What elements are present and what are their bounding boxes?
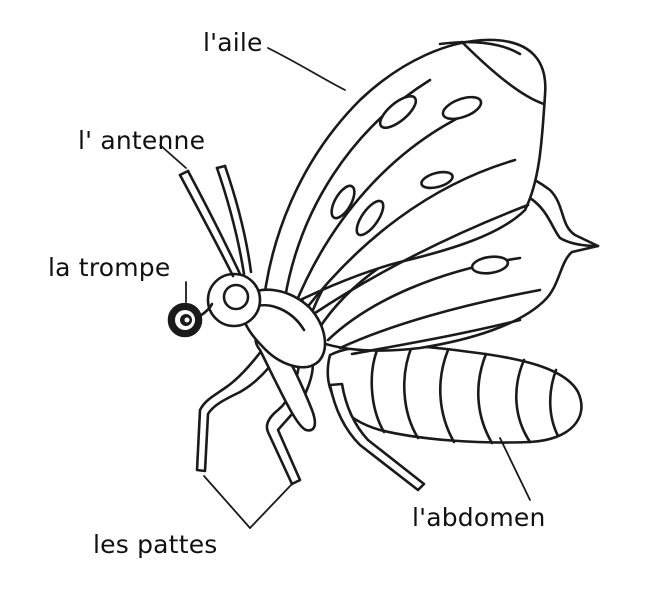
label-antenna: l' antenne <box>78 128 205 153</box>
leader-line-wing <box>268 48 345 90</box>
abdomen-shape <box>328 345 582 443</box>
leader-line-legs-left <box>204 476 250 528</box>
proboscis-shape <box>169 304 212 336</box>
head-shape <box>208 274 260 326</box>
label-abdomen: l'abdomen <box>412 505 546 530</box>
leader-line-legs-right <box>250 484 292 528</box>
leader-line-abdomen <box>500 438 530 500</box>
label-proboscis: la trompe <box>48 255 170 280</box>
label-legs: les pattes <box>93 532 218 557</box>
antennae-shape <box>180 166 251 276</box>
label-wing: l'aile <box>203 30 263 55</box>
